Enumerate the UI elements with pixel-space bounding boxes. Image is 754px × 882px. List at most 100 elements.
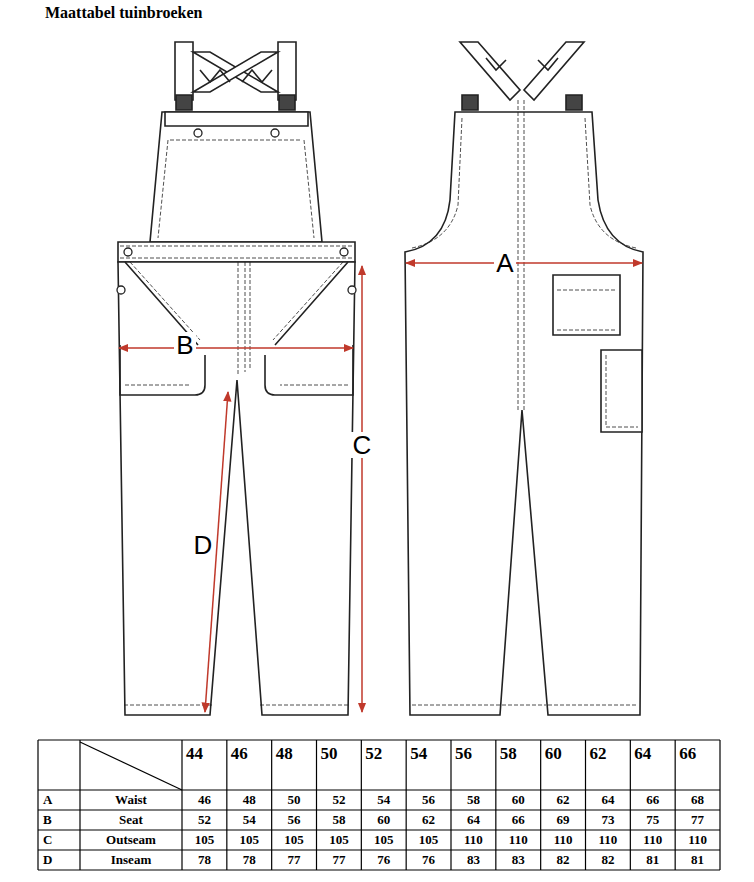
bib-band — [165, 112, 308, 126]
table-rule — [406, 740, 407, 870]
strap — [524, 42, 584, 100]
table-cell: 82 — [541, 850, 586, 870]
strap-cross — [193, 52, 278, 92]
table-cell: 83 — [496, 850, 541, 870]
row-label: Outseam — [80, 830, 182, 850]
table-cell: 105 — [272, 830, 317, 850]
size-header: 52 — [361, 740, 406, 790]
pocket — [265, 345, 353, 395]
table-cell: 54 — [361, 790, 406, 810]
size-header: 62 — [586, 740, 631, 790]
fly — [238, 262, 250, 375]
dimension-letter: D — [192, 532, 215, 558]
size-header: 64 — [630, 740, 675, 790]
table-cell: 64 — [451, 810, 496, 830]
stitch — [125, 385, 348, 386]
table-cell: 62 — [406, 810, 451, 830]
table-cell: 48 — [227, 790, 272, 810]
elastic — [486, 58, 558, 70]
table-cell: 64 — [586, 790, 631, 810]
table-cell: 105 — [317, 830, 362, 850]
elastic — [200, 70, 272, 82]
dimension-letter: C — [351, 432, 374, 458]
table-rule — [495, 740, 496, 870]
table-rule — [540, 740, 541, 870]
table-rule — [585, 740, 586, 870]
table-rule — [361, 740, 362, 870]
size-header: 44 — [182, 740, 227, 790]
clip — [462, 95, 582, 110]
hem — [412, 705, 638, 706]
size-header: 46 — [227, 740, 272, 790]
table-cell: 77 — [272, 850, 317, 870]
table-rule — [38, 809, 720, 810]
table-cell: 52 — [317, 790, 362, 810]
size-header: 54 — [406, 740, 451, 790]
hem — [124, 705, 348, 706]
table-cell: 77 — [675, 810, 720, 830]
table-cell: 105 — [361, 830, 406, 850]
table-cell: 56 — [272, 810, 317, 830]
table-rule — [226, 740, 227, 870]
table-cell: 62 — [541, 790, 586, 810]
row-letter: B — [38, 810, 80, 830]
table-rule — [450, 740, 451, 870]
table-cell: 76 — [406, 850, 451, 870]
table-cell: 68 — [675, 790, 720, 810]
row-letter: D — [38, 850, 80, 870]
button — [194, 129, 202, 137]
button — [340, 248, 348, 256]
strap-cross — [193, 52, 278, 92]
table-cell: 52 — [182, 810, 227, 830]
seam — [518, 100, 524, 410]
trouser-front — [118, 262, 355, 715]
back-pocket — [553, 275, 620, 335]
dimension-line — [406, 262, 642, 264]
table-rule — [675, 740, 676, 870]
table-cell: 77 — [317, 850, 362, 870]
table-rule — [271, 740, 272, 870]
table-rule — [630, 740, 631, 870]
dimension-letter: B — [174, 332, 195, 358]
table-cell: 58 — [317, 810, 362, 830]
size-header: 48 — [272, 740, 317, 790]
table-cell: 110 — [630, 830, 675, 850]
table-cell: 78 — [227, 850, 272, 870]
dimension-letter: A — [494, 250, 515, 276]
stitch — [557, 290, 616, 330]
table-cell: 105 — [406, 830, 451, 850]
table-cell: 81 — [630, 850, 675, 870]
table-cell: 83 — [451, 850, 496, 870]
button — [117, 286, 125, 294]
table-cell: 54 — [227, 810, 272, 830]
table-cell: 56 — [406, 790, 451, 810]
row-label: Inseam — [80, 850, 182, 870]
dimension-line — [361, 266, 363, 712]
table-cell: 75 — [630, 810, 675, 830]
table-rule — [80, 742, 182, 790]
side-pocket — [601, 350, 642, 432]
size-header: 56 — [451, 740, 496, 790]
table-cell: 60 — [361, 810, 406, 830]
pocket-opening — [125, 262, 348, 345]
clip — [176, 95, 295, 110]
bib — [150, 112, 322, 242]
row-letter: A — [38, 790, 80, 810]
table-cell: 66 — [630, 790, 675, 810]
table-rule — [719, 740, 720, 870]
strap — [460, 42, 520, 100]
table-rule — [316, 740, 317, 870]
strap — [278, 42, 296, 100]
table-cell: 110 — [451, 830, 496, 850]
table-rule — [38, 869, 720, 870]
table-rule — [38, 739, 720, 740]
table-cell: 60 — [496, 790, 541, 810]
table-cell: 69 — [541, 810, 586, 830]
table-cell: 82 — [586, 850, 631, 870]
table-rule — [79, 740, 80, 870]
table-cell: 110 — [675, 830, 720, 850]
stitch — [130, 262, 343, 340]
table-cell: 105 — [227, 830, 272, 850]
table-cell: 73 — [586, 810, 631, 830]
